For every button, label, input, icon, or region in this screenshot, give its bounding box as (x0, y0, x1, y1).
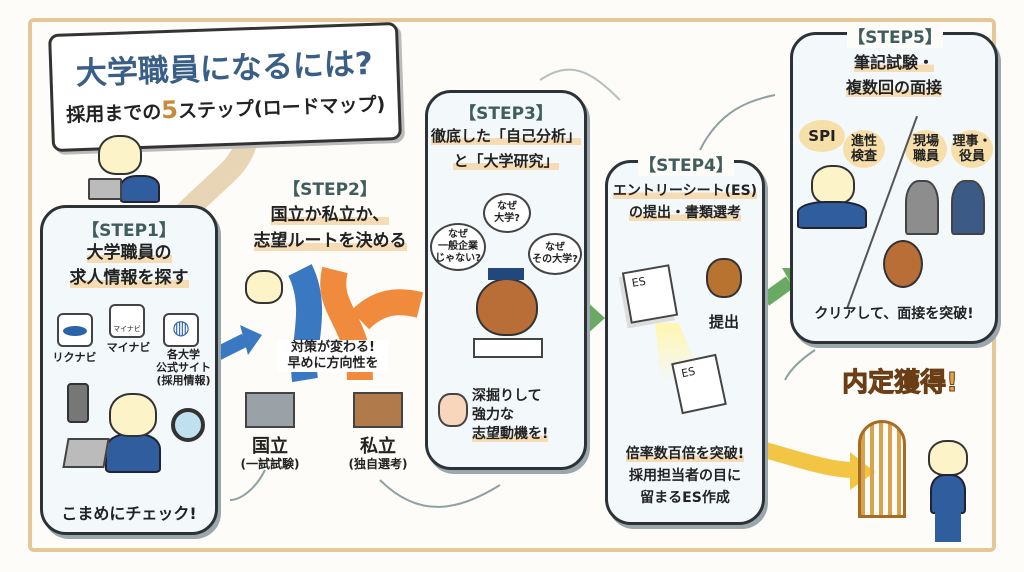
step1-card: 【STEP1】 大学職員の 求人情報を探す マイナビ ◍ リクナビ マイナビ 各… (40, 205, 218, 535)
sketch-arrow (699, 94, 776, 151)
site-mynavi: マイナビ (106, 341, 151, 354)
bubble-executive: 理事・ 役員 (951, 130, 993, 168)
smartphone-icon (67, 383, 89, 423)
private-sub: (独自選考) (348, 457, 408, 471)
national-sub: (一試試験) (240, 457, 300, 471)
laptop-icon (62, 438, 110, 468)
step5-card: 【STEP5】 筆記試験・ 複数回の面接 SPI 進性 検査 現場 職員 理事・… (790, 23, 998, 344)
site-rikunabi: リクナビ (52, 351, 97, 364)
sketch-line (539, 68, 621, 101)
arrow-step1-step2 (211, 333, 249, 362)
step4-card: 【STEP4】 エントリーシート(ES) の提出・書類選考 ES 提出 ES 倍… (605, 151, 765, 525)
mynavi-logo-icon: マイナビ (109, 304, 145, 338)
bubble-staff: 現場 職員 (905, 130, 947, 168)
submit-label: 提出 (708, 313, 739, 331)
cat-legs (935, 512, 961, 542)
es-document: ES (671, 353, 727, 415)
private-label: 私立 (360, 436, 396, 457)
step1-footer: こまめにチェック! (61, 504, 197, 523)
gate-icon (858, 420, 906, 518)
step3-footer: 深掘りして強力な志望動機を! (472, 388, 549, 442)
private-university-building-icon (353, 392, 403, 428)
cat-icon (109, 393, 157, 437)
cat-icon (811, 165, 855, 205)
step4-label: 【STEP4】 (638, 151, 734, 176)
magnifier-icon (171, 408, 205, 442)
cat-body (120, 175, 160, 203)
step3-label: 【STEP3】 (459, 104, 553, 124)
arrow-step3-step4 (585, 300, 605, 336)
bubble-aptitude: 進性 検査 (843, 130, 885, 168)
cat-body (930, 474, 966, 514)
step2-note: 対策が変わる!早めに方向性を (278, 340, 388, 372)
paw-stamp-icon (706, 258, 742, 298)
thought-bubble: なぜ 大学? (483, 193, 531, 233)
graduation-cap-icon (488, 268, 524, 280)
arrow-step4-goal (762, 442, 856, 478)
sketch-arrow (784, 349, 816, 381)
step4-footer: 倍率数百倍を突破!採用担当者の目に留まるES作成 (625, 446, 745, 506)
title-banner: 大学職員になるには? 採用までの5ステップ(ロードマップ) (48, 21, 402, 153)
site-university: 各大学 公式サイト (採用情報) (156, 348, 211, 387)
national-university-building-icon (245, 392, 295, 428)
cat-icon (245, 270, 283, 304)
page-subtitle: 採用までの5ステップ(ロードマップ) (65, 93, 386, 127)
muscle-arm-icon (438, 393, 468, 427)
step2-label: 【STEP2】 (283, 180, 377, 200)
step3-card: 【STEP3】 徹底した「自己分析」 と「大学研究」 なぜ 大学? なぜ 一般企… (425, 90, 587, 470)
page-title: 大学職員になるには? (75, 45, 374, 93)
cat-icon (98, 135, 142, 175)
goal-title: 内定獲得! (842, 368, 959, 399)
interviewer-icon (951, 180, 985, 235)
globe-icon: ◍ (163, 313, 199, 347)
owl-icon (883, 240, 923, 288)
arrow-step4-step5 (760, 276, 795, 306)
thought-bubble: なぜ 一般企業 じゃない? (430, 223, 486, 271)
laptop-icon (88, 178, 122, 200)
arrow-head (240, 325, 262, 355)
cat-body (797, 201, 867, 229)
rikunabi-logo-icon (57, 313, 93, 347)
es-document-stack: ES (621, 264, 679, 324)
cat-icon (928, 440, 968, 476)
thought-bubble: なぜ その大学? (528, 233, 582, 275)
step5-footer: クリアして、面接を突破! (814, 306, 974, 322)
open-book-icon (473, 338, 543, 358)
sketch-arrow (379, 479, 501, 508)
owl-icon (476, 278, 538, 336)
cat-body (105, 433, 161, 473)
sketch-arrow (229, 469, 266, 501)
bubble-spi: SPI (799, 120, 845, 152)
interviewer-icon (905, 180, 939, 235)
step5-label: 【STEP5】 (847, 23, 943, 48)
step1-label: 【STEP1】 (82, 221, 176, 241)
national-label: 国立 (252, 436, 288, 457)
